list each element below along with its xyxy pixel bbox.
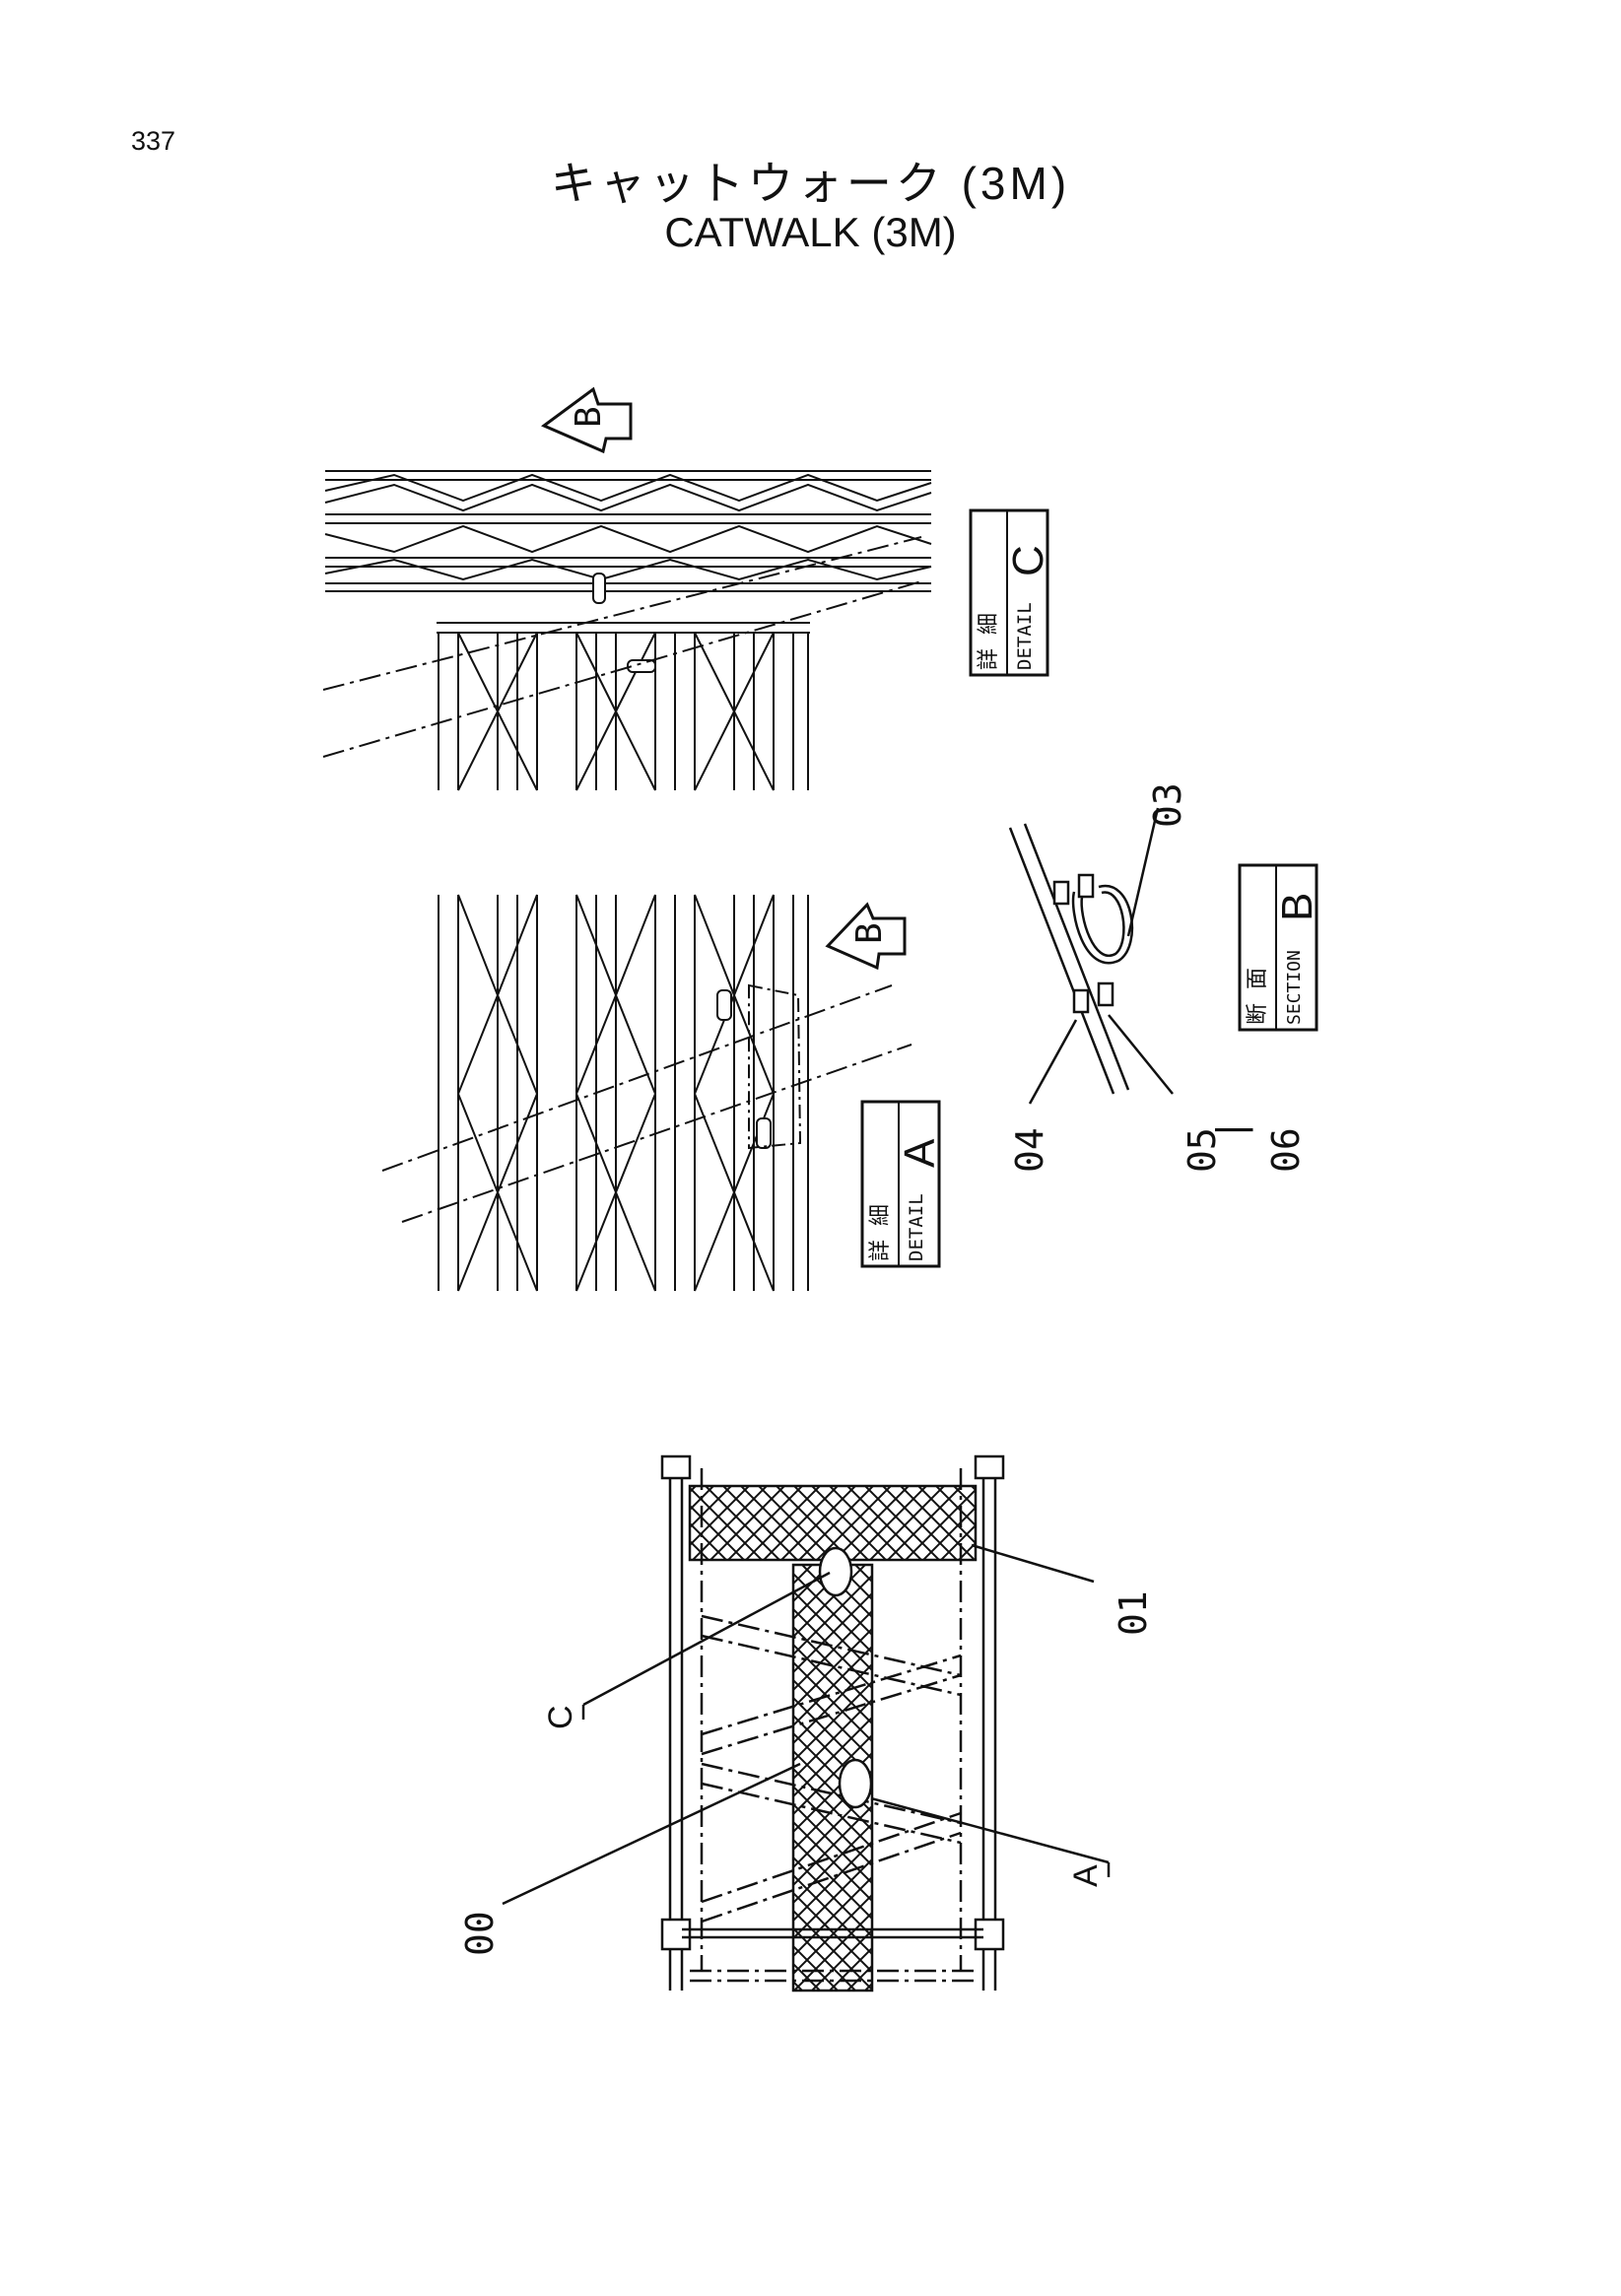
detail-a-kanji-1: 詳 bbox=[867, 1240, 892, 1261]
reference-letter-a: A bbox=[1067, 1864, 1105, 1887]
detail-c-kanji-2: 細 bbox=[976, 613, 1000, 635]
section-b-word: SECTION bbox=[1284, 950, 1305, 1025]
part-number-00: 00 bbox=[458, 1911, 502, 1956]
section-b-kanji-1: 断 bbox=[1245, 1003, 1269, 1025]
detail-c-kanji-1: 詳 bbox=[976, 648, 1000, 670]
view-arrow-b-middle: B bbox=[825, 902, 907, 971]
title-japanese: キャットウォーク (3M) bbox=[550, 158, 1071, 209]
view-arrow-b-middle-letter: B bbox=[849, 922, 890, 944]
part-number-01: 01 bbox=[1112, 1590, 1155, 1636]
detail-a-drawing bbox=[381, 894, 912, 1292]
reference-letter-c: C bbox=[542, 1705, 579, 1729]
detail-a-kanji-2: 細 bbox=[867, 1204, 892, 1226]
part-number-03: 03 bbox=[1146, 782, 1189, 828]
detail-a-letter: A bbox=[896, 1138, 944, 1168]
detail-a-word: DETAIL bbox=[906, 1193, 927, 1261]
detail-a-label: 詳 細 DETAIL A bbox=[860, 1100, 944, 1268]
section-b-kanji-2: 面 bbox=[1245, 968, 1269, 989]
detail-c-label: 詳 細 DETAIL C bbox=[969, 508, 1052, 677]
part-number-04: 04 bbox=[1008, 1127, 1051, 1173]
section-b-drawing bbox=[1008, 807, 1174, 1105]
part-number-05: 05 bbox=[1181, 1127, 1224, 1173]
view-arrow-b-top-letter: B bbox=[569, 406, 609, 428]
section-b-label: 断 面 SECTION B bbox=[1238, 863, 1321, 1032]
detail-c-letter: C bbox=[1004, 545, 1052, 576]
section-b-letter: B bbox=[1273, 893, 1321, 921]
detail-c-word: DETAIL bbox=[1014, 602, 1036, 670]
detail-c-drawing bbox=[322, 470, 932, 791]
title-english: CATWALK (3M) bbox=[664, 209, 957, 255]
part-range-dash: | bbox=[1209, 1118, 1253, 1141]
view-arrow-b-top: B bbox=[541, 386, 633, 454]
part-number-06: 06 bbox=[1264, 1127, 1308, 1173]
page-number: 337 bbox=[131, 126, 176, 156]
main-assembly bbox=[502, 1454, 1111, 1992]
